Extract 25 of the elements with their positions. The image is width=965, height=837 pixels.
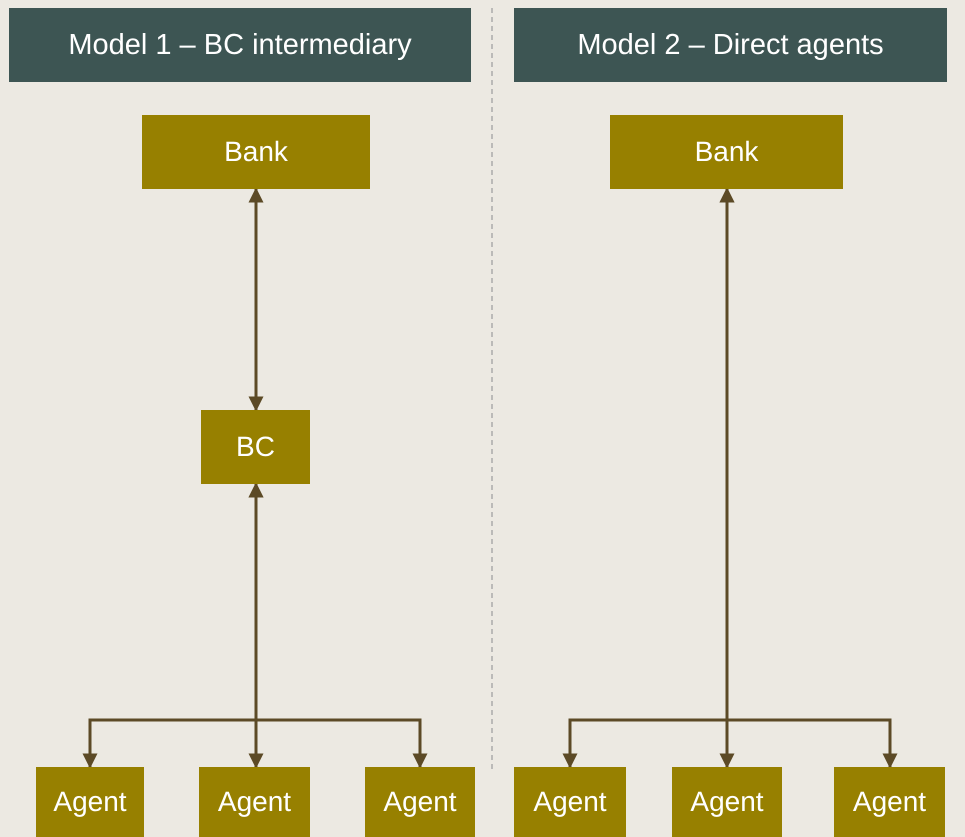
box-label: Agent bbox=[690, 786, 764, 818]
box-label: Bank bbox=[224, 136, 288, 168]
box-label: Agent bbox=[53, 786, 127, 818]
agent-box bbox=[365, 767, 475, 837]
box-label: Agent bbox=[533, 786, 607, 818]
box-label: Bank bbox=[694, 136, 758, 168]
box-label: Agent bbox=[852, 786, 926, 818]
arrow bbox=[248, 188, 264, 412]
agent-box bbox=[834, 767, 945, 837]
header-bar bbox=[514, 8, 947, 82]
arrow bbox=[248, 482, 428, 768]
box-label: BC bbox=[236, 431, 275, 463]
header-text: Model 2 – Direct agents bbox=[577, 28, 884, 62]
header-bar bbox=[9, 8, 471, 82]
agent-box bbox=[514, 767, 626, 837]
arrow bbox=[720, 188, 898, 768]
header-text: Model 1 – BC intermediary bbox=[68, 28, 412, 62]
bc-box bbox=[201, 410, 310, 484]
agent-box bbox=[199, 767, 310, 837]
bank-box bbox=[142, 115, 370, 189]
agent-box bbox=[672, 767, 782, 837]
agent-box bbox=[36, 767, 144, 837]
bank-box bbox=[610, 115, 843, 189]
box-label: Agent bbox=[218, 786, 292, 818]
box-label: Agent bbox=[383, 786, 457, 818]
